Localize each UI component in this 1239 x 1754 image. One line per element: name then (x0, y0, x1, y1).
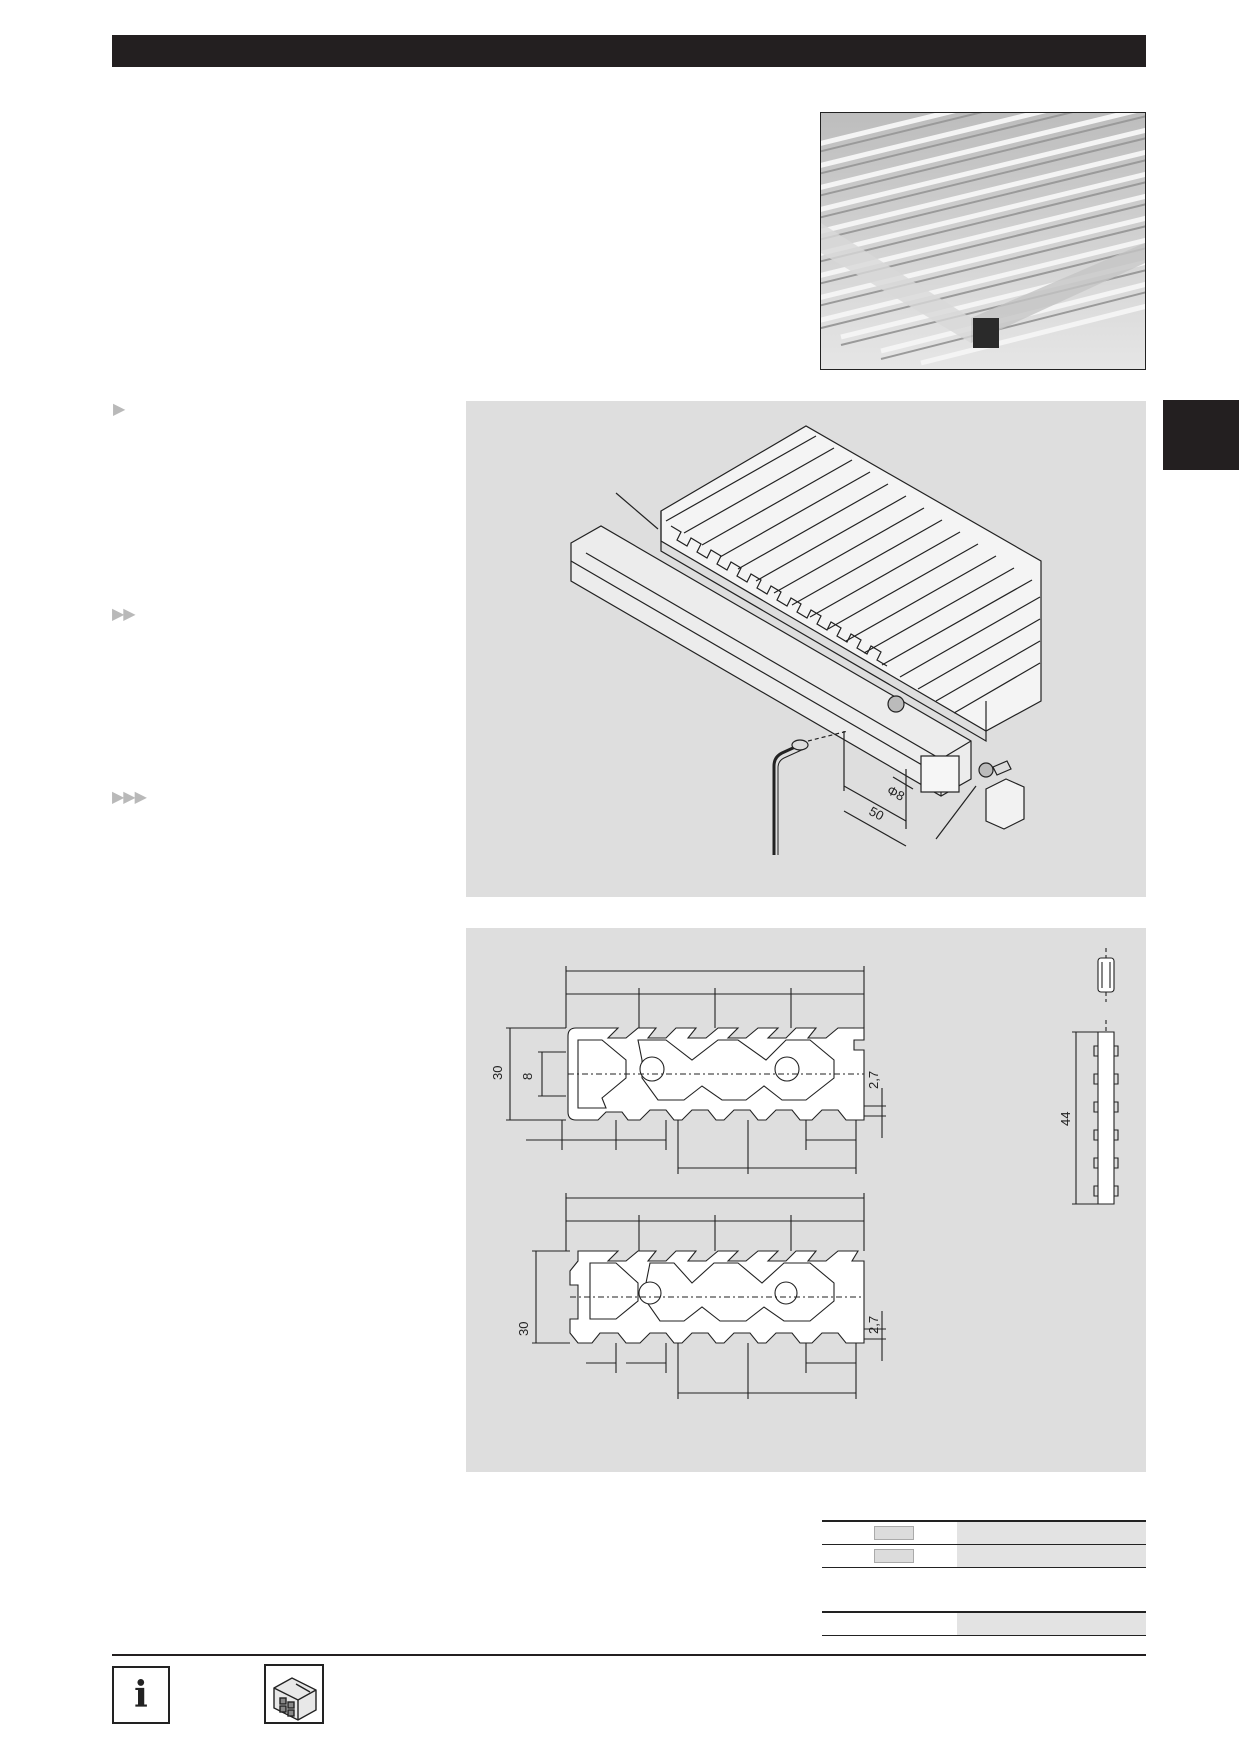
spec-row-end (822, 1635, 1146, 1636)
strip-length-label: 44 (1058, 1112, 1073, 1126)
spec-row (822, 1611, 1146, 1635)
profile-icon[interactable] (264, 1664, 324, 1724)
assembly-drawing-panel: Φ8 50 (466, 401, 1146, 897)
info-icon[interactable]: i (112, 1666, 170, 1724)
spec-table-bottom (822, 1611, 1146, 1636)
assembly-drawing: Φ8 50 (570, 425, 1042, 855)
footer-divider (112, 1654, 1146, 1656)
level-1-arrow-icon[interactable]: ▶ (113, 401, 125, 418)
top-slot-label: 8 (520, 1073, 535, 1080)
chapter-tab[interactable] (1163, 400, 1239, 470)
spec-value-cell (957, 1522, 1146, 1544)
profile-drawing-panel: 30 8 2,7 30 2,7 44 (466, 928, 1146, 1472)
spec-table-top (822, 1520, 1146, 1568)
assembly-diameter-label: Φ8 (885, 782, 908, 804)
top-height-label: 30 (490, 1066, 505, 1080)
color-swatch (874, 1549, 914, 1563)
profile-drawings: 30 8 2,7 30 2,7 44 (490, 948, 1119, 1399)
header-bar (112, 35, 1146, 67)
spec-row (822, 1520, 1146, 1544)
bottom-height-label: 30 (516, 1322, 531, 1336)
assembly-length-label: 50 (867, 803, 887, 823)
info-glyph: i (134, 1674, 148, 1716)
spec-row (822, 1544, 1146, 1567)
spec-value-cell (957, 1613, 1146, 1635)
top-lip-label: 2,7 (866, 1071, 881, 1089)
color-swatch (874, 1526, 914, 1540)
level-3-arrow-icon[interactable]: ▶▶▶ (112, 789, 147, 806)
bottom-lip-label: 2,7 (866, 1316, 881, 1334)
spec-value-cell (957, 1545, 1146, 1567)
profile-bottom-section (532, 1193, 886, 1399)
level-2-arrow-icon[interactable]: ▶▶ (112, 606, 136, 623)
spec-row-end (822, 1567, 1146, 1568)
side-strip (1072, 948, 1119, 1205)
profile-top-section (506, 966, 886, 1174)
product-photo (820, 112, 1146, 370)
